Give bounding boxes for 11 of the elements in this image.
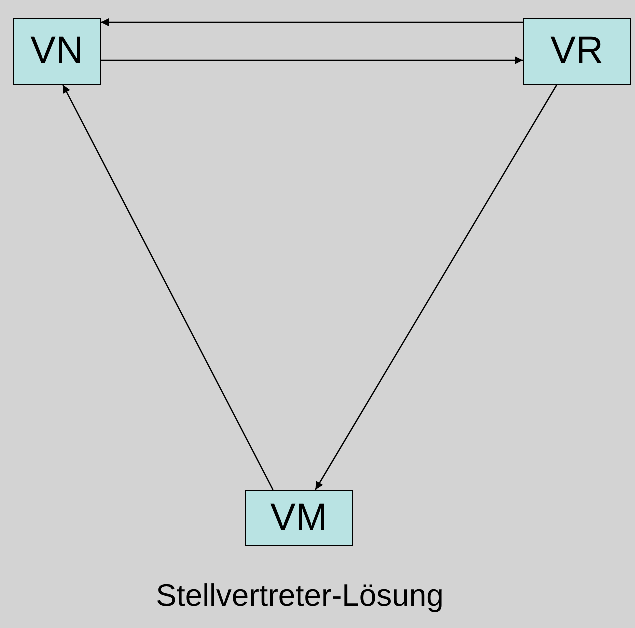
- node-label: VN: [30, 30, 84, 73]
- node-box: [13, 18, 101, 85]
- node-box: [245, 490, 353, 546]
- node-label: VM: [270, 496, 328, 540]
- node-box: [523, 18, 631, 85]
- caption: Stellvertreter-Lösung: [155, 578, 445, 614]
- arrow: [101, 56, 523, 64]
- node-label: VR: [550, 30, 604, 73]
- arrow: [62, 84, 274, 490]
- arrow: [315, 84, 558, 490]
- arrow: [101, 18, 523, 26]
